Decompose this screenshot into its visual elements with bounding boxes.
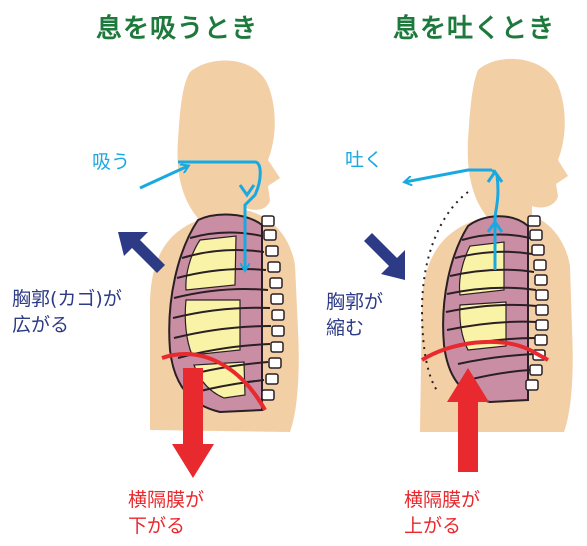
diaphragm-up-label-2: 上がる — [404, 514, 461, 538]
diaphragm-up-label-1: 横隔膜が — [404, 488, 480, 512]
chest-expand-arrow — [118, 232, 165, 273]
chest-contract-arrow — [364, 233, 405, 280]
chest-contract-label-2: 縮む — [326, 316, 364, 340]
diaphragm-down-label-2: 下がる — [128, 514, 185, 538]
inhale-figure — [118, 61, 299, 478]
chest-expand-label-2: 広がる — [12, 313, 69, 337]
inhale-breath-label: 吸う — [92, 150, 130, 174]
exhale-breath-label: 吐く — [345, 148, 383, 172]
chest-contract-label-1: 胸郭が — [326, 290, 383, 314]
exhale-figure — [364, 59, 573, 472]
diaphragm-down-label-1: 横隔膜が — [128, 488, 204, 512]
chest-expand-label-1: 胸郭(カゴ)が — [12, 287, 122, 311]
